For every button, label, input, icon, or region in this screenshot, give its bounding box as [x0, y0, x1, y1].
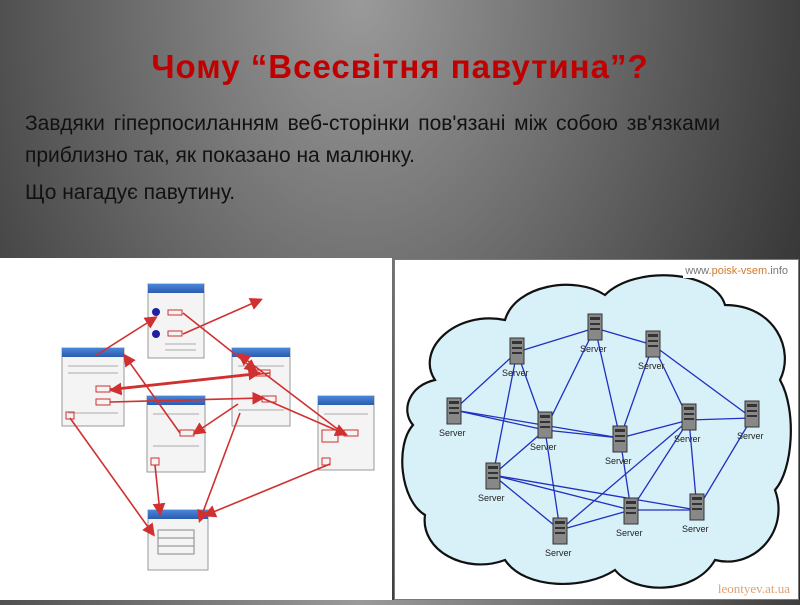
hyperlink-pages-diagram	[61, 283, 375, 571]
server-icon: Server	[674, 403, 701, 444]
web-page-middle	[146, 395, 206, 473]
slide-body: Завдяки гіперпосиланням веб-сторінки пов…	[25, 108, 720, 215]
slide-title: Чому “Всесвітня павутина”?	[151, 48, 649, 85]
server-icon: Server	[580, 313, 607, 354]
server-icon: Server	[545, 517, 572, 558]
server-icon: Server	[616, 497, 643, 538]
server-nodes: Server Server Server Server Server Serve…	[439, 313, 764, 558]
server-icon: Server	[737, 400, 764, 441]
server-icon: Server	[478, 462, 505, 503]
server-icon: Server	[605, 425, 632, 466]
svg-text:Server: Server	[674, 434, 701, 444]
watermark: leontyev.at.ua	[717, 581, 790, 596]
svg-text:Server: Server	[502, 368, 529, 378]
server-network-figure: www.poisk-vsem.info	[394, 259, 799, 600]
hyperlink-pages-figure	[0, 258, 392, 600]
svg-text:Server: Server	[737, 431, 764, 441]
web-page-left	[61, 347, 125, 427]
server-icon: Server	[530, 411, 557, 452]
svg-text:Server: Server	[616, 528, 643, 538]
web-page-far-right	[317, 395, 375, 471]
svg-text:Server: Server	[530, 442, 557, 452]
svg-text:Server: Server	[478, 493, 505, 503]
svg-text:Server: Server	[682, 524, 709, 534]
web-page-top	[147, 283, 205, 359]
hyperlink-arrows	[69, 298, 348, 537]
body-paragraph-question: Що нагадує павутину.	[25, 181, 236, 204]
web-page-right	[231, 347, 291, 427]
server-icon: Server	[439, 397, 466, 438]
server-icon: Server	[682, 493, 709, 534]
svg-text:Server: Server	[545, 548, 572, 558]
svg-text:Server: Server	[439, 428, 466, 438]
server-icon: Server	[638, 330, 665, 371]
network-links	[453, 327, 753, 531]
source-label: www.poisk-vsem.info	[683, 264, 790, 278]
network-diagram: Server Server Server Server Server Serve…	[401, 274, 792, 589]
svg-text:Server: Server	[605, 456, 632, 466]
server-icon: Server	[502, 337, 529, 378]
svg-text:Server: Server	[638, 361, 665, 371]
body-paragraph: Завдяки гіперпосиланням веб-сторінки пов…	[25, 112, 720, 167]
svg-text:Server: Server	[580, 344, 607, 354]
web-page-bottom	[147, 509, 209, 571]
